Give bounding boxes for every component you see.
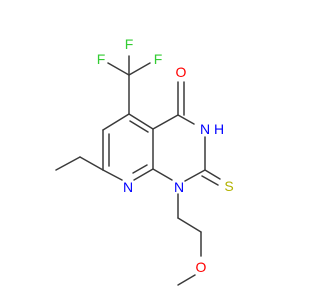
nh-nitrogen-label: N	[200, 121, 210, 137]
bond-ethyl-ch3	[55, 156, 81, 171]
bond-c4-n3	[177, 114, 195, 125]
fluorine-right-label: F	[154, 51, 163, 67]
bond-ethyl-ch2	[79, 156, 104, 171]
bond-n8-c7	[102, 169, 123, 181]
bond-n1-c8a	[152, 168, 173, 181]
atom-labels: F F F O N H S N N O	[97, 36, 234, 275]
bond-c2-n1	[184, 169, 206, 182]
bond-ch2-ch2	[177, 217, 202, 233]
bond-c8a-n8	[133, 168, 154, 181]
bond-c5-c4a-inner	[129, 120, 149, 133]
n1-nitrogen-label: N	[174, 179, 184, 195]
bond-c5-c4a	[128, 113, 154, 130]
nh-hydrogen-label: H	[214, 121, 224, 137]
bond-o-ch3	[177, 274, 196, 286]
carbonyl-oxygen-label: O	[176, 64, 187, 80]
molecule-structure: F F F O N H S N N O	[55, 36, 234, 286]
ether-oxygen-label: O	[196, 259, 207, 275]
bond-c8a-n8-inner	[132, 164, 148, 174]
fluorine-top-label: F	[125, 36, 134, 52]
bond-c6-c5	[102, 113, 130, 131]
fluorine-left-label: F	[97, 51, 106, 67]
bond-c2-s	[204, 169, 221, 180]
bond-c4a-c4	[152, 114, 179, 130]
bonds	[55, 55, 221, 286]
bond-c2-s-double	[201, 175, 219, 186]
pyridine-nitrogen-label: N	[123, 179, 133, 195]
thione-sulfur-label: S	[224, 178, 233, 194]
bond-cf3-f-left	[107, 62, 130, 76]
bond-cf3-f-right	[128, 62, 151, 76]
